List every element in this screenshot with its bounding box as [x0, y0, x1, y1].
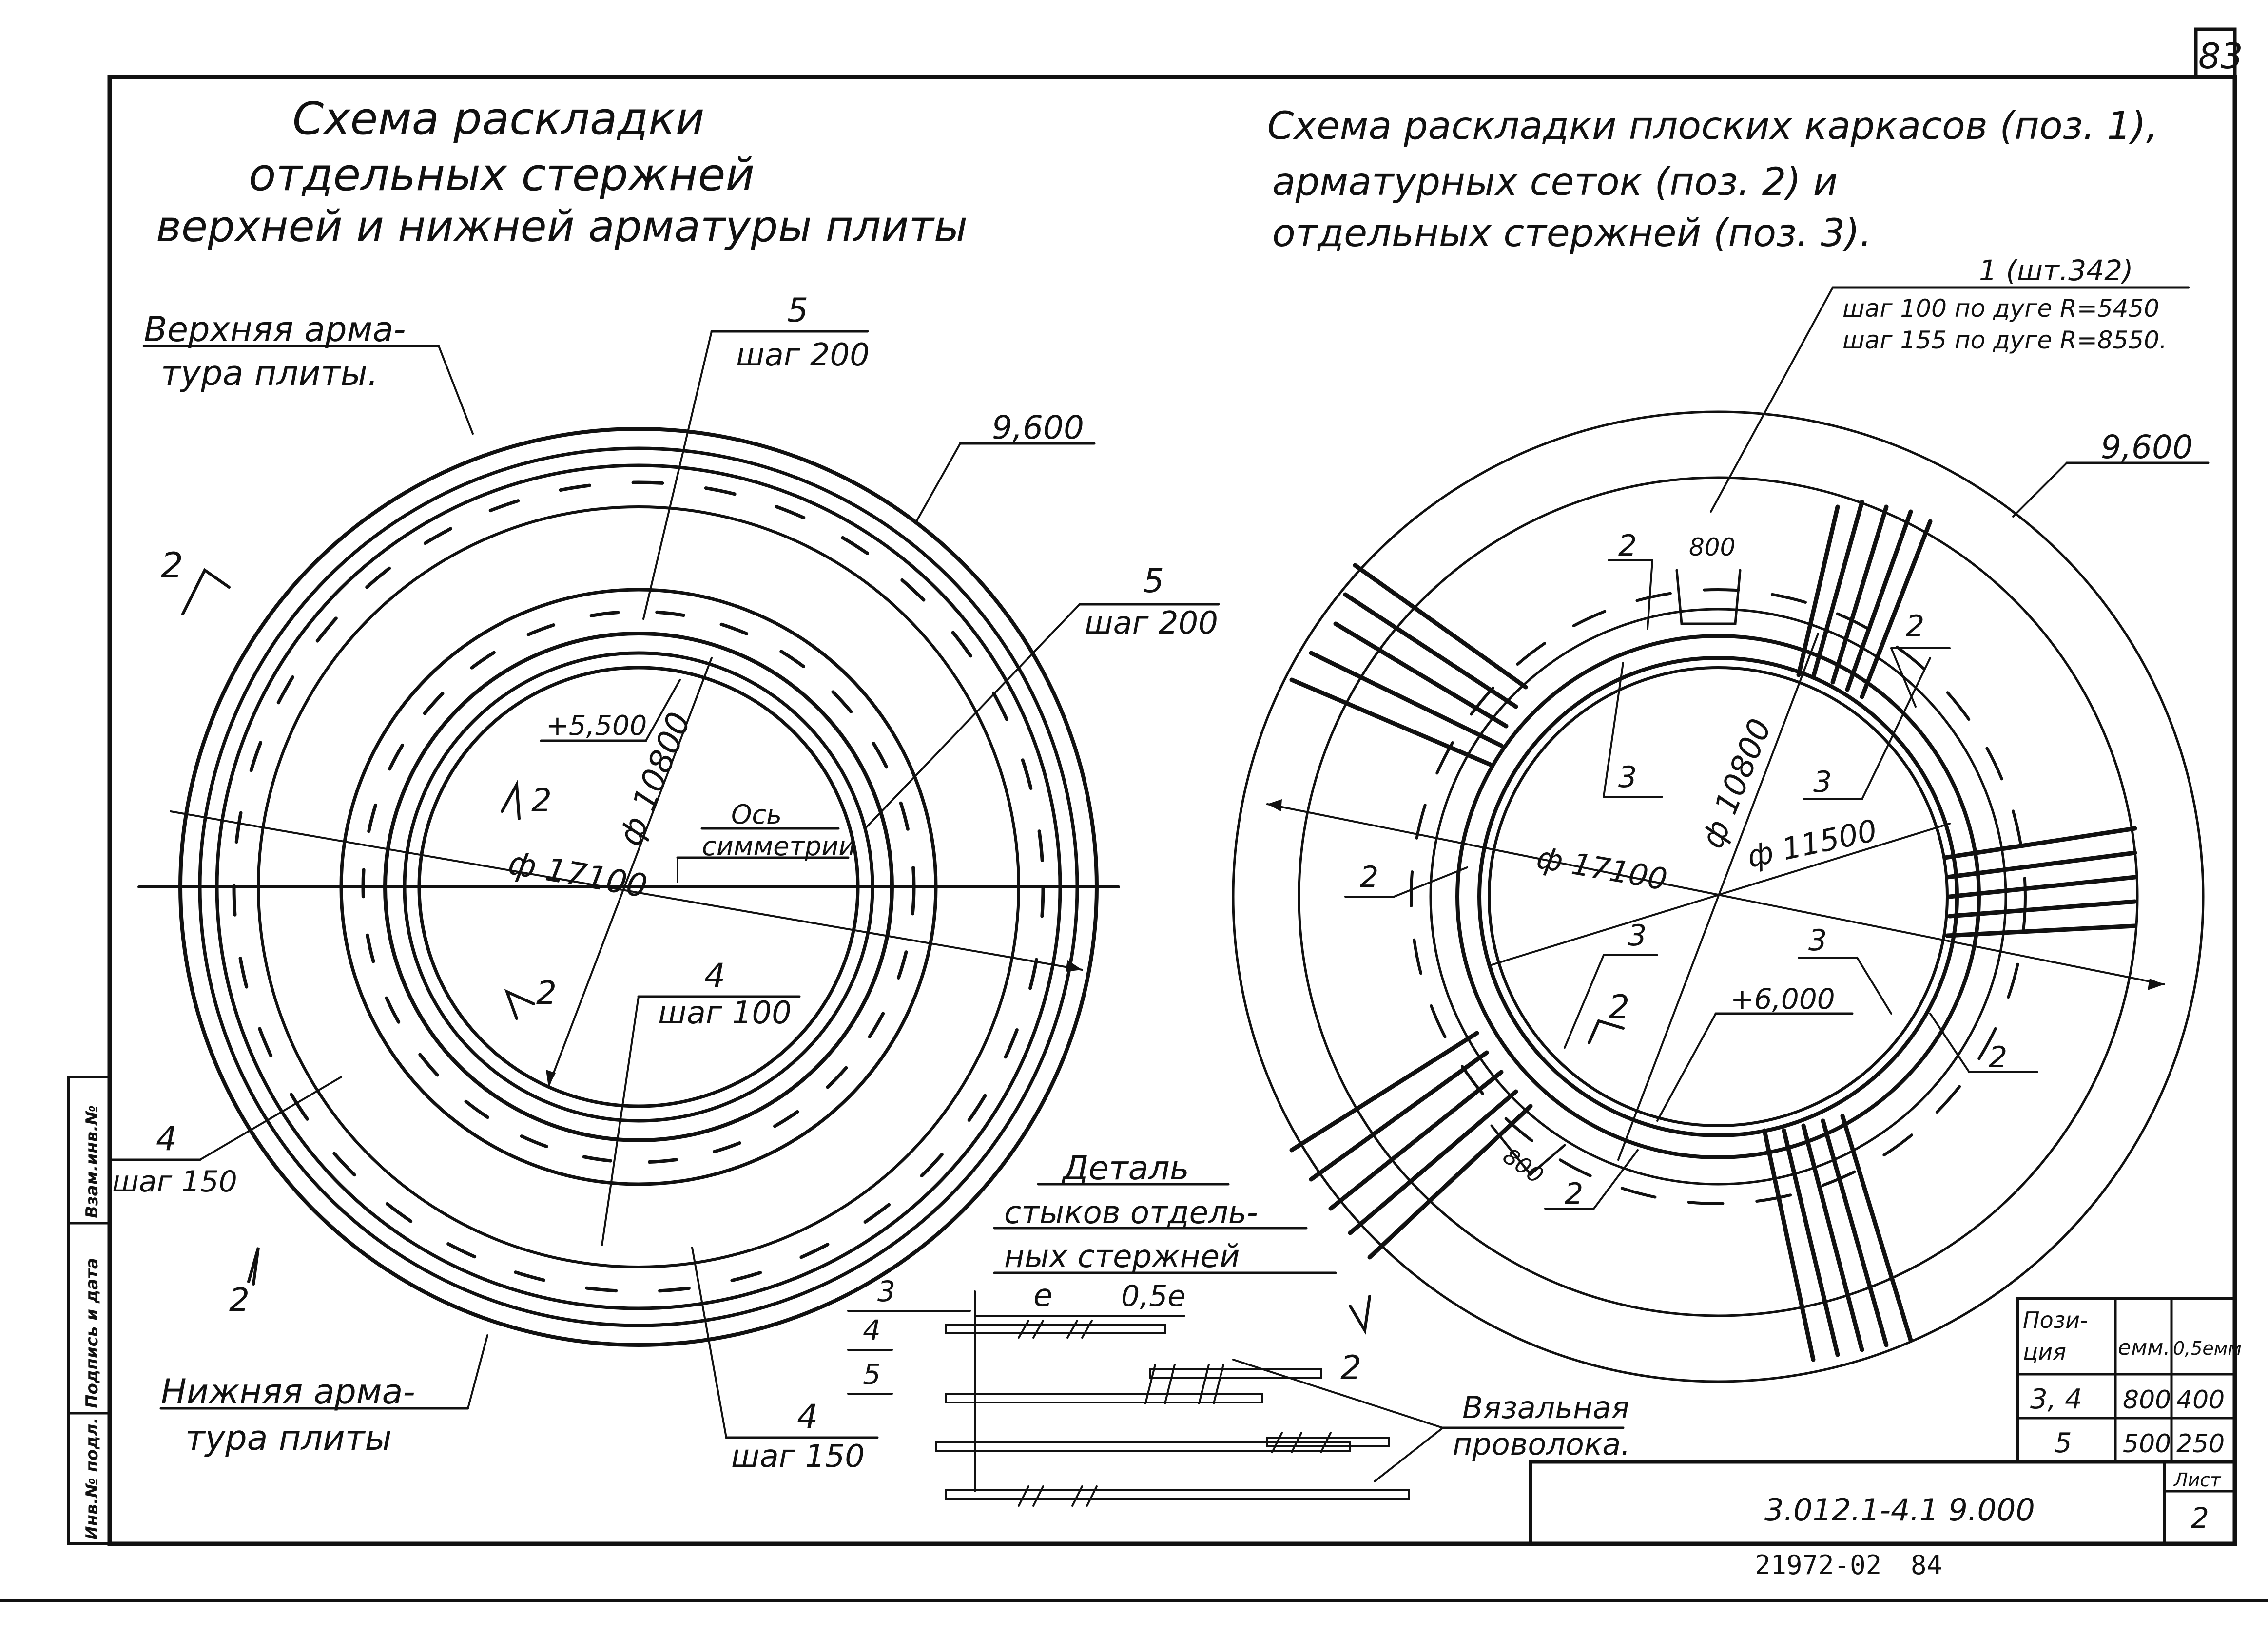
- right-pos1-step2: шаг 155 по дуге R=8550.: [1842, 326, 2167, 354]
- position-table: Пози- ция eмм. 0,5eмм 3, 4 800 400 5 500…: [2016, 1297, 2242, 1463]
- detail-wire-2: проволока.: [1453, 1426, 1630, 1462]
- left-callout-right-step: шаг 200: [1085, 605, 1218, 641]
- frames-upper-right: [1796, 500, 1933, 699]
- detail-l: e: [1033, 1278, 1052, 1314]
- left-bottom-label-1: Нижняя арма-: [161, 1372, 415, 1412]
- table-row2-l: 500: [2123, 1429, 2171, 1459]
- left-section-mark-2: 2: [531, 782, 552, 819]
- right-pos2-label-5: 2: [1565, 1177, 1583, 1211]
- left-callout-bottom-pos: 4: [797, 1398, 818, 1436]
- side-stamp: Инв.№ подл. Подпись и дата Взам.инв.№: [67, 1076, 111, 1545]
- table-header-l: eмм.: [2118, 1335, 2170, 1360]
- left-section-mark-3: 2: [536, 974, 557, 1012]
- left-callout-top-step: шаг 200: [736, 337, 870, 373]
- table-row1-pos: 3, 4: [2030, 1383, 2082, 1415]
- table-row1-half-l: 400: [2176, 1385, 2225, 1415]
- detail-half-l: 0,5e: [1121, 1279, 1185, 1313]
- sheet-number: 2: [2191, 1501, 2209, 1535]
- right-title-line-1: Схема раскладки плоских каркасов (поз. 1…: [1267, 104, 2158, 148]
- stamp-replace-inv: Взам.инв.№: [82, 1105, 102, 1218]
- stamp-inv-no: Инв.№ подл.: [82, 1418, 102, 1540]
- right-pos2-label-1: 2: [1618, 529, 1637, 563]
- detail-title-3: ных стержней: [1004, 1239, 1240, 1275]
- left-title: Схема раскладки отдельных стержней верхн…: [156, 93, 968, 251]
- right-title-line-2: арматурных сеток (поз. 2) и: [1272, 160, 1838, 204]
- left-callout-level: 9,600: [992, 409, 1084, 446]
- left-callout-left-step: шаг 150: [112, 1165, 237, 1199]
- left-callouts: Верхняя арма- тура плиты. 5 шаг 200 9,60…: [111, 291, 1220, 1475]
- detail-title-1: Деталь: [1061, 1149, 1189, 1188]
- right-title-line-3: отдельных стержней (поз. 3).: [1272, 211, 1872, 255]
- right-section-mark-1: 2: [1609, 988, 1629, 1027]
- joint-detail: Деталь стыков отдель- ных стержней e 0,5…: [847, 1149, 1630, 1507]
- left-callout-left-pos: 4: [156, 1120, 177, 1158]
- stamp-sign-date: Подпись и дата: [82, 1258, 102, 1408]
- right-pos1-step1: шаг 100 по дуге R=5450: [1842, 294, 2159, 323]
- left-dia-outer: ф 17100: [505, 844, 650, 905]
- frames-upper-left: [1289, 563, 1528, 768]
- left-title-line-1: Схема раскладки: [292, 93, 704, 145]
- left-axis-label-1: Ось: [731, 799, 782, 830]
- table-header-pos-2: ция: [2023, 1339, 2066, 1365]
- right-dim-800-top: 800: [1689, 533, 1735, 561]
- frames-lower-left: [1289, 1031, 1533, 1260]
- right-pos3-label-4: 3: [1808, 923, 1827, 958]
- left-ring-plan: +5,500 ф 10800 ф 17100 Ось симметрии: [137, 427, 1120, 1347]
- right-section-mark-2: 2: [1340, 1349, 1361, 1387]
- detail-title-2: стыков отдель-: [1004, 1195, 1258, 1231]
- right-dia-inner: ф 10800: [1694, 714, 1779, 853]
- left-inner-level: +5,500: [546, 710, 647, 742]
- table-header-pos-1: Пози-: [2023, 1307, 2088, 1333]
- designation: 3.012.1-4.1 9.000: [1764, 1492, 2035, 1528]
- archive-number: 21972-02: [1755, 1550, 1881, 1580]
- sheet-frame: 83: [0, 27, 2268, 1602]
- right-dim-800-bottom: 800: [1498, 1143, 1549, 1189]
- left-callout-bc-step: шаг 100: [658, 995, 792, 1031]
- right-title: Схема раскладки плоских каркасов (поз. 1…: [1267, 104, 2158, 255]
- right-pos3-label-1: 3: [1618, 760, 1637, 794]
- left-top-label-2: тура плиты.: [161, 353, 378, 393]
- left-section-mark-1: 2: [161, 545, 183, 586]
- right-pos2-label-3: 2: [1360, 860, 1378, 894]
- right-level-inner: +6,000: [1730, 982, 1835, 1016]
- archive-page: 84: [1911, 1550, 1942, 1580]
- left-title-line-3: верхней и нижней арматуры плиты: [156, 201, 968, 251]
- right-pos3-label-2: 3: [1813, 765, 1832, 799]
- right-pos3-label-3: 3: [1628, 919, 1647, 953]
- left-top-label-1: Верхняя арма-: [144, 309, 406, 349]
- right-pos2-label-2: 2: [1906, 609, 1924, 643]
- detail-label-3: 3: [877, 1275, 895, 1308]
- detail-label-4: 4: [863, 1314, 881, 1347]
- table-row1-l: 800: [2123, 1385, 2171, 1415]
- table-row2-pos: 5: [2055, 1427, 2072, 1459]
- title-block: 3.012.1-4.1 9.000 Лист 2 21972-02 84: [1529, 1460, 2237, 1580]
- page-number: 83: [2198, 36, 2243, 77]
- table-header-half-l: 0,5eмм: [2173, 1338, 2242, 1359]
- frames-right: [1942, 826, 2137, 938]
- left-bottom-label-2: тура плиты: [185, 1418, 392, 1458]
- right-pos1: 1 (шт.342): [1979, 254, 2133, 287]
- left-callout-bc-pos: 4: [704, 957, 725, 995]
- left-callout-top-pos: 5: [787, 291, 808, 330]
- detail-wire-1: Вязальная: [1462, 1390, 1629, 1425]
- right-level: 9,600: [2101, 428, 2193, 466]
- left-section-mark-4: 2: [229, 1281, 250, 1319]
- detail-label-5: 5: [863, 1358, 881, 1391]
- right-pos2-label-4: 2: [1989, 1040, 2007, 1075]
- right-callouts: 1 (шт.342) шаг 100 по дуге R=5450 шаг 15…: [1340, 254, 2210, 1387]
- frames-lower-right: [1762, 1114, 1913, 1362]
- right-dia-outer: ф 17100: [1534, 840, 1670, 898]
- sheet-label: Лист: [2173, 1469, 2222, 1491]
- left-title-line-2: отдельных стержней: [249, 149, 755, 201]
- left-callout-right-pos: 5: [1143, 562, 1164, 600]
- table-row2-half-l: 250: [2176, 1429, 2225, 1459]
- left-callout-bottom-step: шаг 150: [731, 1439, 865, 1475]
